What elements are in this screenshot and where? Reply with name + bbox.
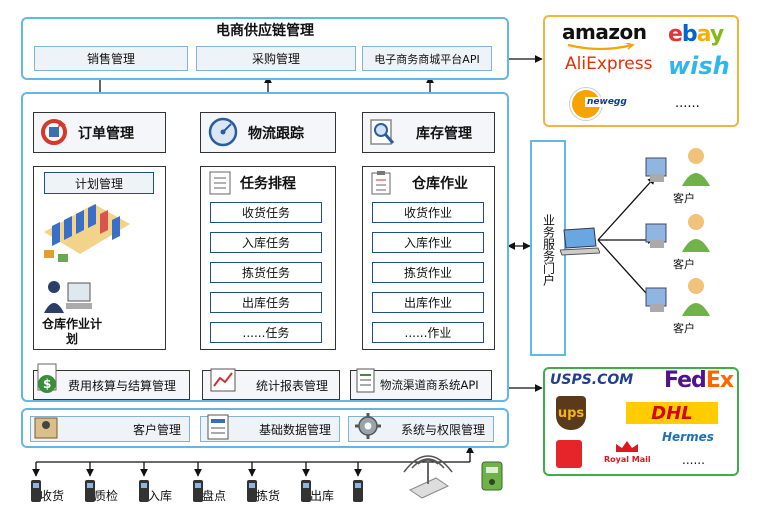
logistics-tracking-label: 物流跟踪 xyxy=(248,125,304,142)
inventory-management-label: 库存管理 xyxy=(416,125,472,142)
clipboard-icon xyxy=(371,171,391,195)
device-count-label: 盘点 xyxy=(202,489,227,503)
order-refresh-icon xyxy=(41,119,67,145)
dhl-logo: DHL xyxy=(651,402,693,424)
warehouse-ops-box xyxy=(362,166,495,350)
customer-3-label: 客户 xyxy=(673,322,695,335)
customer-3-icon xyxy=(645,278,710,316)
base-data-icon xyxy=(207,414,229,440)
inventory-search-icon xyxy=(370,119,395,145)
device-receive-label: 收货 xyxy=(40,489,65,503)
royal-mail-crown-icon xyxy=(616,441,638,452)
hermes-logo: Hermes xyxy=(662,430,714,444)
planner-computer-icon xyxy=(44,281,92,313)
warehouse-plan-label: 仓库作业计划 xyxy=(42,317,103,346)
amazon-smile-icon xyxy=(567,43,635,51)
scanner-count-icon xyxy=(193,480,203,502)
op-other[interactable]: ......作业 xyxy=(372,322,484,343)
task-list-icon xyxy=(209,171,231,195)
task-picking[interactable]: 拣货任务 xyxy=(210,262,322,283)
platforms-more: ...... xyxy=(675,96,700,111)
scanner-outbound-icon xyxy=(301,480,311,502)
gear-icon xyxy=(355,413,381,439)
usps-logo: USPS.COM xyxy=(550,372,634,388)
top-title: 电商供应链管理 xyxy=(216,23,314,39)
base-data-label: 基础数据管理 xyxy=(258,422,331,437)
task-outbound[interactable]: 出库任务 xyxy=(210,292,322,313)
customer-1-icon xyxy=(645,148,710,186)
sales-module[interactable]: 销售管理 xyxy=(34,46,188,71)
op-receive[interactable]: 收货作业 xyxy=(372,202,484,223)
report-chart-icon xyxy=(210,368,236,392)
carriers-more: ...... xyxy=(682,453,705,467)
customer-management-label: 客户管理 xyxy=(132,422,181,437)
customer-2-icon xyxy=(645,214,710,252)
task-schedule-title: 任务排程 xyxy=(240,176,296,192)
system-permission-label: 系统与权限管理 xyxy=(400,422,485,437)
ups-shield-icon: ups xyxy=(556,396,586,430)
op-outbound[interactable]: 出库作业 xyxy=(372,292,484,313)
document-icon xyxy=(356,368,375,393)
task-receive[interactable]: 收货任务 xyxy=(210,202,322,223)
report-label: 统计报表管理 xyxy=(256,378,329,393)
warehouse-ops-title: 仓库作业 xyxy=(412,176,468,192)
svg-text:$: $ xyxy=(43,377,51,391)
logistics-gauge-icon xyxy=(208,117,238,147)
customer-2-label: 客户 xyxy=(673,258,695,271)
logistics-api-label: 物流渠道商系统API xyxy=(380,378,479,392)
amazon-logo: amazon xyxy=(562,20,647,44)
fee-settlement-label: 费用核算与结算管理 xyxy=(68,378,177,393)
portal-label: 业务服务门户 xyxy=(541,214,556,286)
wish-logo: wish xyxy=(668,52,730,80)
money-icon: $ xyxy=(37,363,57,393)
task-other[interactable]: ......任务 xyxy=(210,322,322,343)
aliexpress-logo: AliExpress xyxy=(565,54,653,74)
customer-1-label: 客户 xyxy=(673,192,695,205)
purchase-module[interactable]: 采购管理 xyxy=(196,46,356,71)
device-outbound-label: 出库 xyxy=(310,489,335,503)
customer-card-icon xyxy=(34,417,58,439)
portal-box[interactable] xyxy=(530,140,566,356)
scanner-receive-icon xyxy=(31,480,41,502)
newegg-logo: newegg xyxy=(585,97,629,107)
laptop-icon xyxy=(560,227,600,256)
scanner-pick-icon xyxy=(247,480,257,502)
op-picking[interactable]: 拣货作业 xyxy=(372,262,484,283)
scanner-putaway-icon xyxy=(139,480,149,502)
device-inspect-label: 质检 xyxy=(94,489,119,503)
device-putaway-label: 入库 xyxy=(148,489,173,503)
australia-post-icon xyxy=(556,440,582,468)
task-putaway[interactable]: 入库任务 xyxy=(210,232,322,253)
royal-mail-logo: Royal Mail xyxy=(604,455,651,464)
warehouse-shelves-icon xyxy=(44,204,130,262)
ups-logo: ups xyxy=(557,405,585,421)
ecommerce-api-module[interactable]: 电子商务商城平台API xyxy=(362,46,492,71)
fee-settlement-box[interactable] xyxy=(33,370,190,400)
device-pick-label: 拣货 xyxy=(256,489,281,503)
op-putaway[interactable]: 入库作业 xyxy=(372,232,484,253)
fedex-logo: FedEx xyxy=(664,368,734,393)
server-device-icon xyxy=(481,461,503,491)
scanner-extra-icon xyxy=(353,480,363,502)
plan-column-box xyxy=(33,166,166,350)
dhl-badge: DHL xyxy=(626,402,718,424)
scanner-inspect-icon xyxy=(85,480,95,502)
plan-management-box[interactable]: 计划管理 xyxy=(44,172,154,194)
order-management-label: 订单管理 xyxy=(78,125,134,142)
wireless-access-point-icon xyxy=(403,455,453,499)
task-schedule-box xyxy=(200,166,336,350)
ebay-logo: ebay xyxy=(668,22,724,47)
